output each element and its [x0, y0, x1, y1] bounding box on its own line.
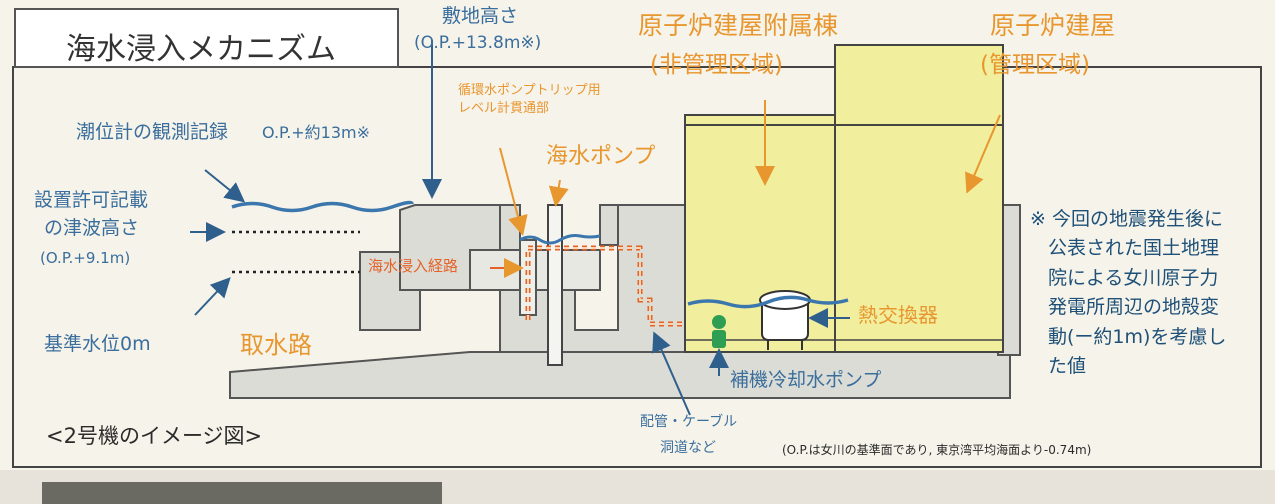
pipe-cable-label-1: 配管・ケーブル [640, 414, 738, 430]
cropped-photo [42, 482, 442, 504]
footnote-line-2: 公表された国土地理 [1048, 237, 1220, 260]
reactor-building-label: 原子炉建屋 [990, 11, 1116, 40]
intake-label: 取水路 [240, 331, 312, 359]
reactor-building-arrow [965, 114, 1001, 194]
pipe-cable-arrow [652, 331, 691, 416]
level-gauge-shaft [519, 239, 537, 316]
seawater-pump-label: 海水ポンプ [546, 144, 656, 169]
site-height-value: (O.P.+13.8m※) [414, 33, 542, 53]
pump-trip-label-1: 循環水ポンプトリップ用 [458, 83, 601, 98]
reactor-building-sub: (管理区域) [980, 52, 1090, 78]
title-box: 海水浸入メカニズム [14, 8, 399, 68]
permit-label-1: 設置許可記載 [34, 189, 149, 211]
aux-cooling-pump-head [712, 315, 726, 329]
intrusion-path-label: 海水浸入経路 [368, 257, 459, 275]
footnote-line-3: 院による女川原子力 [1048, 266, 1219, 289]
aux-building [684, 114, 836, 353]
building-water-line [687, 295, 849, 309]
tide-record-label: 潮位計の観測記録 [76, 121, 229, 143]
aux-cooling-pump-body [712, 330, 726, 348]
footnote-line-6: た値 [1048, 355, 1087, 378]
intake-wall [359, 251, 421, 331]
footnote: ※ 今回の地震発生後に 公表された国土地理 院による女川原子力 発電所周辺の地殻… [1030, 205, 1226, 382]
reference-level-label: 基準水位0m [44, 333, 151, 355]
pump-trip-arrow [499, 147, 528, 236]
site-height-label: 敷地高さ [442, 5, 519, 27]
pit-water-line [519, 234, 601, 245]
reactor-building [834, 44, 1004, 353]
tide-arrow [204, 169, 246, 203]
permit-label-3: (O.P.+9.1m) [40, 249, 131, 267]
pump-pit-right-wall [599, 204, 619, 246]
permit-label-2: の津波高さ [44, 217, 140, 239]
page-title: 海水浸入メカニズム [66, 32, 336, 67]
op-note: (O.P.は女川の基準面であり, 東京湾平均海面より-0.74m) [782, 443, 1092, 457]
aux-cooling-pump-label: 補機冷却水ポンプ [730, 369, 882, 391]
seawater-pump-arrow [548, 179, 569, 207]
pump-trip-label-2: レベル計貫通部 [458, 101, 550, 116]
diagram-frame [12, 66, 1262, 468]
footnote-line-4: 発電所周辺の地殻変 [1048, 296, 1220, 319]
unit2-image-label: <2号機のイメージ図> [46, 424, 263, 448]
heat-exchanger-label: 熱交換器 [858, 303, 938, 327]
aux-building-label: 原子炉建屋附属棟 [638, 11, 839, 40]
seawater-pump-column [547, 204, 563, 366]
aux-building-sub: (非管理区域) [650, 52, 783, 78]
pipe-cable-label-2: 洞道など [660, 440, 716, 456]
intake-channel-floor [229, 351, 1011, 399]
tide-water-line [231, 200, 414, 213]
footnote-line-5: 動(ー約1m)を考慮し [1048, 325, 1227, 348]
reference-arrow [194, 277, 231, 316]
tide-record-value: O.P.+約13m※ [262, 123, 371, 142]
footnote-line-1: ※ 今回の地震発生後に [1030, 208, 1223, 230]
